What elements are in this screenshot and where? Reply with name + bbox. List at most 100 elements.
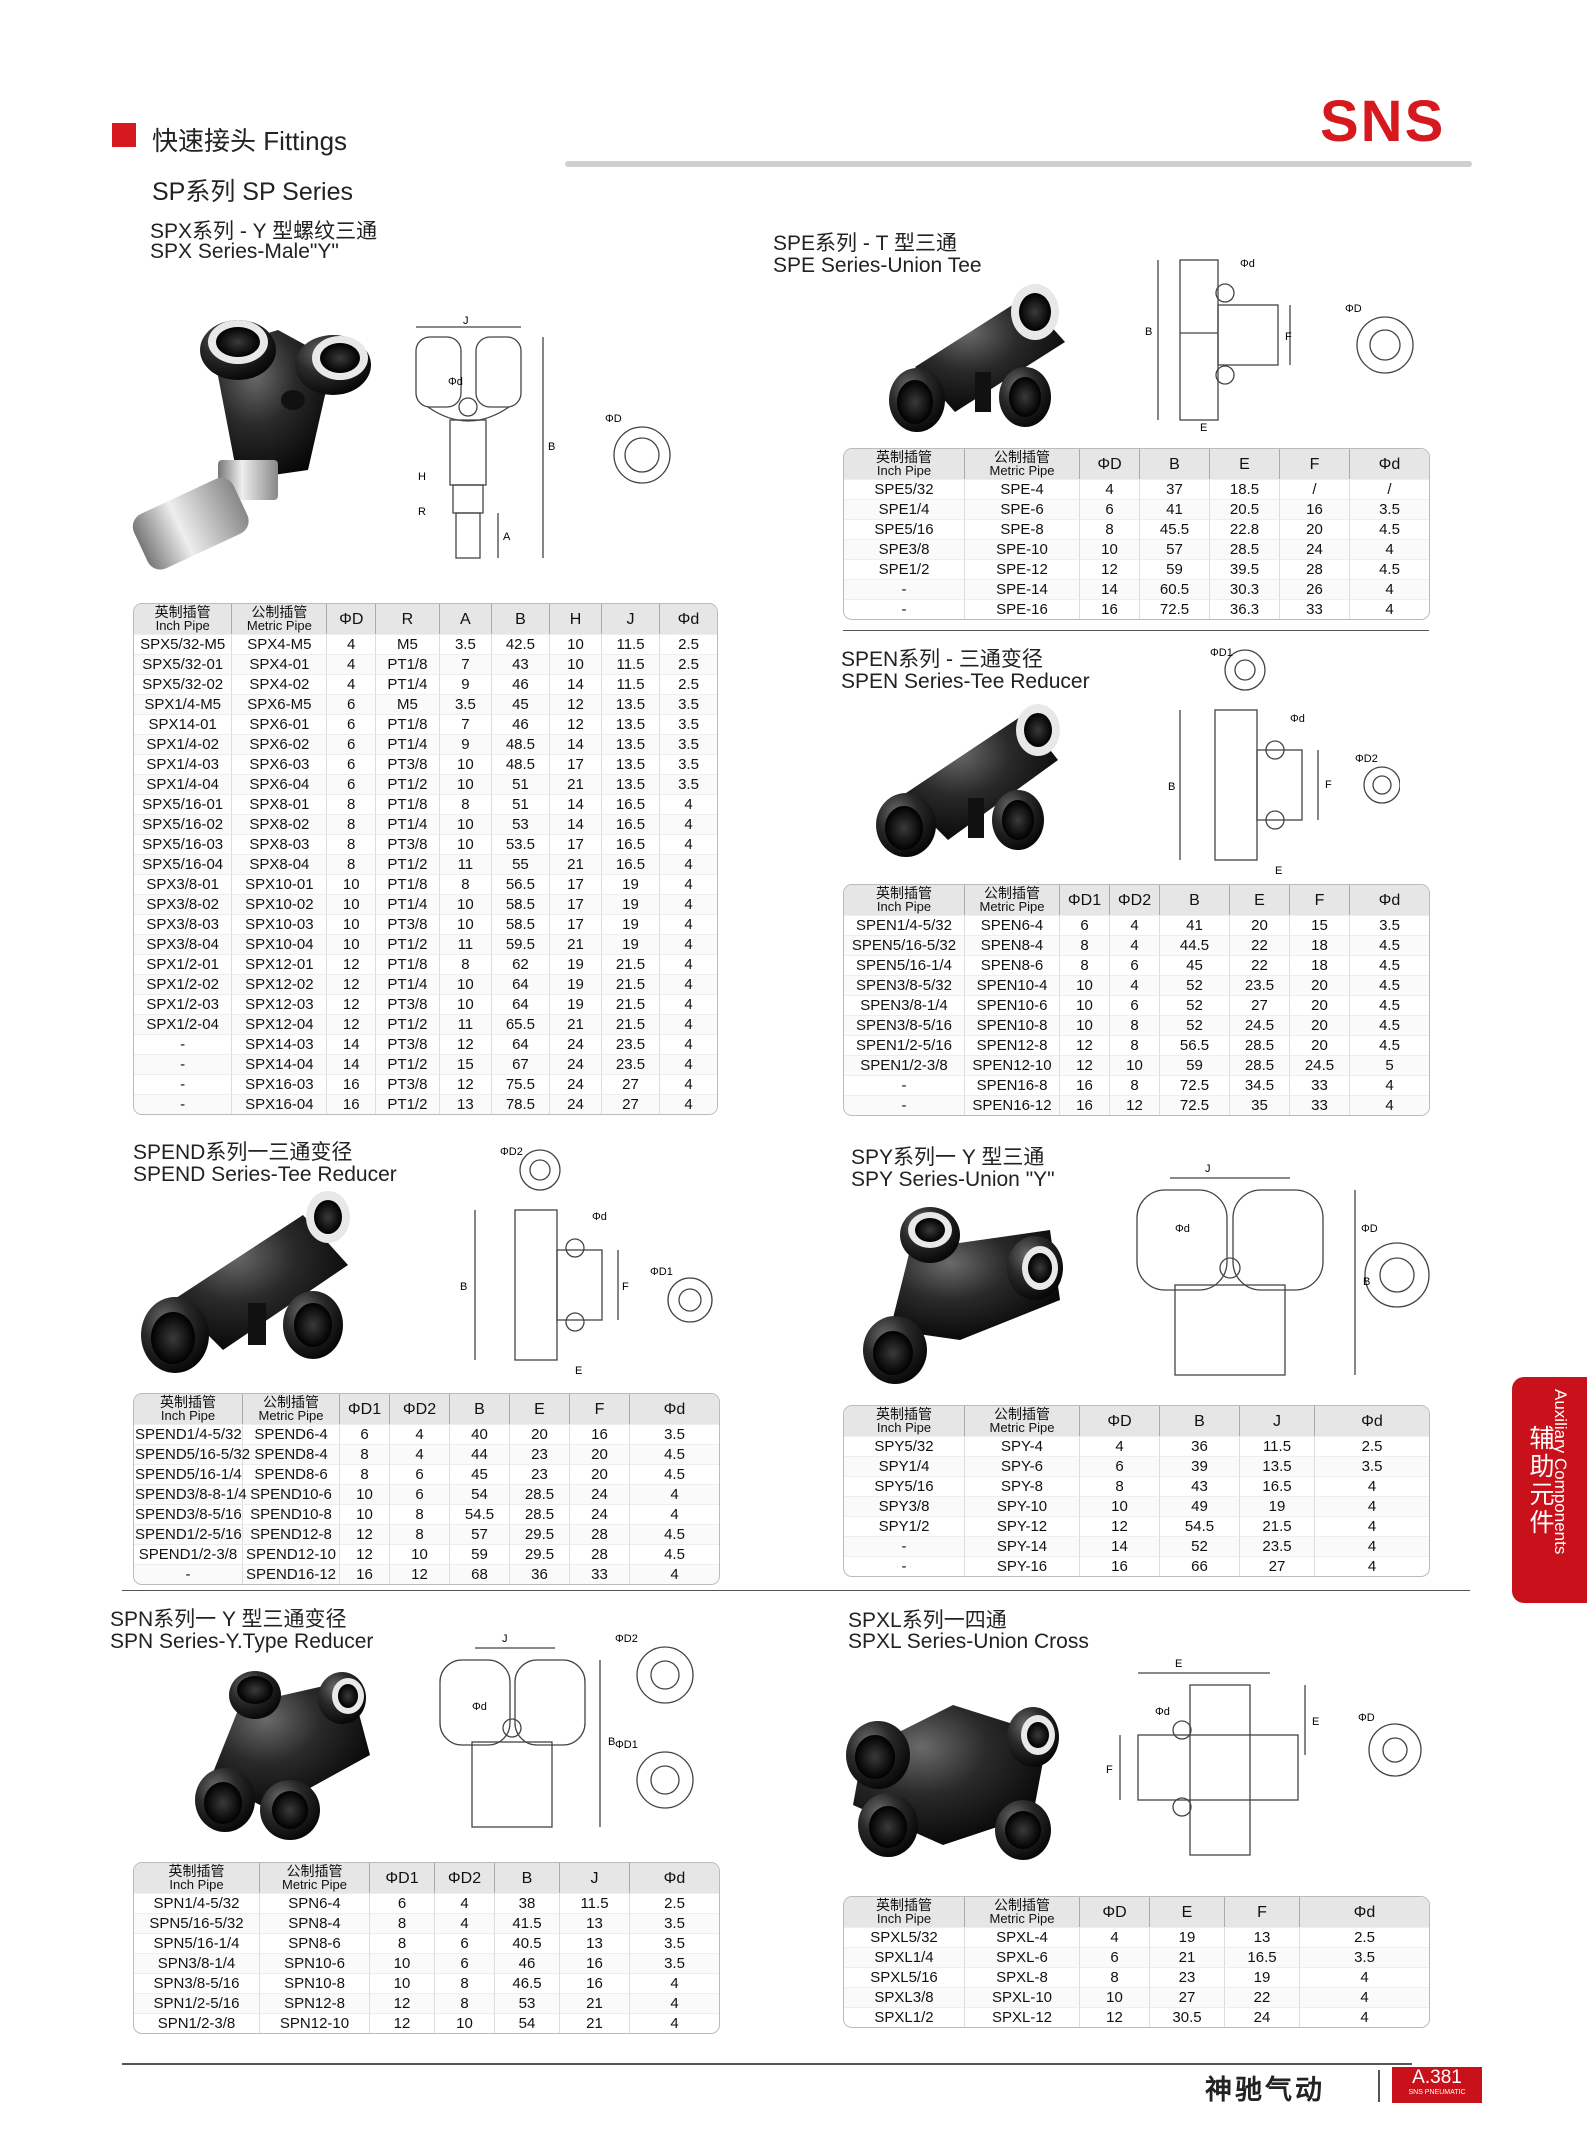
table-cell: 4 <box>434 1913 494 1933</box>
spy-dimension-drawing: J Φd B ΦD <box>1136 1163 1430 1376</box>
header-cn: 英制插管 <box>168 1863 225 1879</box>
table-cell: SPEND12-10 <box>242 1544 339 1564</box>
table-cell: 4 <box>658 954 717 974</box>
table-cell: 12 <box>339 1544 389 1564</box>
table-cell: 20 <box>1289 975 1349 995</box>
table-cell: 75.5 <box>490 1074 549 1094</box>
table-cell: SPEND5/16-1/4 <box>134 1464 242 1483</box>
table-cell: SPY1/4 <box>844 1456 964 1476</box>
table-cell: 29.5 <box>509 1544 569 1564</box>
table-cell: 27 <box>601 1094 659 1114</box>
table-cell: 21.5 <box>1239 1516 1314 1536</box>
table-cell: 6 <box>326 774 376 794</box>
table-cell: 6 <box>326 754 376 774</box>
table-cell: 17 <box>548 754 602 774</box>
table-cell: 24 <box>548 1094 602 1114</box>
table-cell: 55 <box>490 854 549 874</box>
table-cell: 6 <box>1079 1456 1159 1476</box>
table-cell: 19 <box>601 914 659 934</box>
header-rule <box>565 161 1472 167</box>
table-cell: 3.5 <box>658 694 717 714</box>
table-cell: 5 <box>1349 1055 1429 1075</box>
table-cell: 4 <box>629 1484 719 1504</box>
spend-dim-D2: ΦD2 <box>500 1146 523 1158</box>
table-cell: 22 <box>1224 1987 1299 2007</box>
table-cell: 16 <box>326 1094 376 1114</box>
table-cell: 8 <box>326 854 376 874</box>
table-cell: 72.5 <box>1139 599 1209 619</box>
table-cell: 4.5 <box>629 1464 719 1484</box>
table-cell: / <box>1349 479 1429 499</box>
table-cell: 4 <box>1109 915 1159 935</box>
table-cell: 4 <box>658 974 717 994</box>
table-cell: 20.5 <box>1209 499 1279 519</box>
table-cell: 10 <box>438 814 491 834</box>
table-cell: 14 <box>548 734 602 754</box>
table-cell: 4.5 <box>1349 559 1429 579</box>
spen-dim-E: E <box>1275 865 1282 877</box>
table-cell: 21.5 <box>601 994 659 1014</box>
table-cell: 10 <box>369 1973 434 1993</box>
table-cell: SPX12-01 <box>231 954 327 974</box>
table-cell: 64 <box>490 994 549 1014</box>
table-cell: 11.5 <box>1239 1436 1314 1456</box>
column-header: ΦD <box>326 604 376 634</box>
table-cell: SPEND5/16-5/32 <box>134 1444 251 1464</box>
table-cell: PT3/8 <box>375 1074 439 1094</box>
table-cell: 6 <box>389 1464 449 1484</box>
table-cell: 17 <box>548 894 602 914</box>
section-tab[interactable]: Auxiliary Components 辅助元件 <box>1512 1377 1587 1603</box>
table-cell: SPXL-10 <box>964 1987 1079 2007</box>
table-cell: SPEN3/8-5/16 <box>844 1015 964 1035</box>
table-cell: SPEN6-4 <box>964 915 1059 935</box>
column-header: ΦD <box>1079 1897 1149 1927</box>
table-cell: 3.5 <box>1299 1947 1429 1967</box>
spn-dimension-drawing: J Φd B ΦD2 ΦD1 <box>439 1633 694 1828</box>
table-cell: SPEND12-8 <box>242 1524 339 1544</box>
table-cell: SPX6-01 <box>231 714 327 734</box>
table-cell: 16 <box>1079 599 1139 619</box>
table-cell: 8 <box>438 874 491 894</box>
spend-dim-E: E <box>575 1365 582 1377</box>
table-cell: 59 <box>1159 1055 1229 1075</box>
table-cell: 10 <box>438 894 491 914</box>
table-cell: 44.5 <box>1159 935 1229 955</box>
table-cell: 4 <box>1109 935 1159 955</box>
table-cell: SPEND16-12 <box>242 1564 339 1584</box>
table-cell: PT1/4 <box>375 814 439 834</box>
table-cell: 4 <box>1314 1496 1429 1516</box>
table-cell: 18 <box>1289 935 1349 955</box>
table-cell: SPE-4 <box>964 479 1079 499</box>
table-cell: SPY-6 <box>964 1456 1079 1476</box>
table-cell: 62 <box>490 954 549 974</box>
table-cell: 56.5 <box>490 874 549 894</box>
section-divider <box>843 630 1429 631</box>
table-cell: SPXL1/4 <box>844 1947 964 1967</box>
table-cell: 20 <box>1229 915 1289 935</box>
table-cell: 8 <box>369 1913 434 1933</box>
table-cell: SPX4-02 <box>231 674 327 694</box>
series-title: SP系列 SP Series <box>152 178 354 206</box>
spy-product-photo <box>850 1190 1070 1390</box>
table-cell: 3.5 <box>1314 1456 1429 1476</box>
table-cell: SPXL3/8 <box>844 1987 964 2007</box>
table-cell: 12 <box>1109 1095 1159 1115</box>
table-cell: 12 <box>548 714 602 734</box>
table-cell: 48.5 <box>490 754 549 774</box>
table-cell: SPX6-02 <box>231 734 327 754</box>
table-cell: 16.5 <box>601 834 659 854</box>
table-cell: 45.5 <box>1139 519 1209 539</box>
table-cell: 8 <box>369 1933 434 1953</box>
